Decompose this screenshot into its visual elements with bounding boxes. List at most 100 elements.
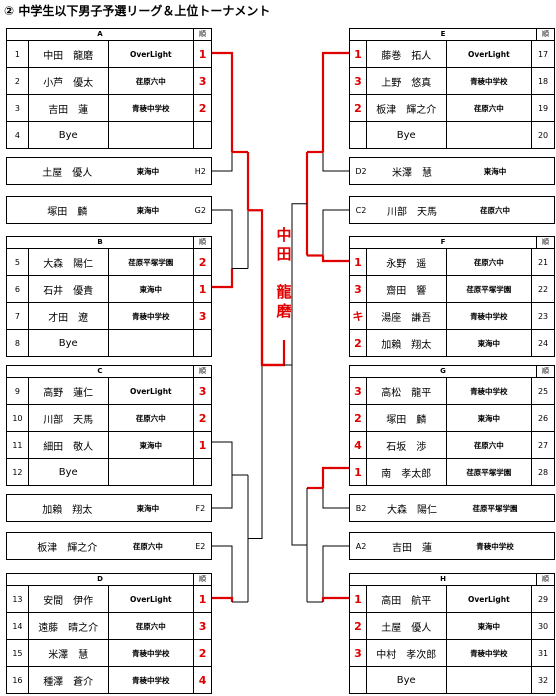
rank-value: 2 bbox=[198, 101, 207, 115]
group-label: G bbox=[440, 367, 446, 375]
seed-slot: C2 川部 天馬 荏原六中 bbox=[349, 196, 555, 224]
player-name: Bye bbox=[367, 122, 447, 148]
player-name: 高野 蓮仁 bbox=[29, 378, 109, 404]
bracket-line bbox=[322, 545, 349, 602]
team-name: 荏原平塚学園 bbox=[447, 459, 533, 485]
bracket-line bbox=[248, 209, 264, 365]
player-name: 石坂 渉 bbox=[367, 432, 447, 458]
bracket-line bbox=[212, 475, 233, 509]
rank-value: 1 bbox=[198, 282, 207, 296]
entry-number: 13 bbox=[7, 586, 29, 612]
bracket-line bbox=[291, 365, 307, 546]
player-name: 板津 輝之介 bbox=[37, 542, 98, 554]
rank-value: 3 bbox=[350, 378, 367, 404]
rank-value bbox=[350, 667, 367, 693]
player-name: 土屋 優人 bbox=[367, 613, 447, 639]
bracket-line bbox=[248, 365, 263, 539]
player-name: 大森 陽仁 bbox=[387, 504, 437, 516]
team-name: OverLight bbox=[447, 586, 533, 612]
team-name: 東海中 bbox=[136, 503, 160, 513]
rank-value: 1 bbox=[350, 459, 367, 485]
seed-code: C2 bbox=[355, 205, 367, 215]
bracket-line bbox=[321, 596, 349, 602]
player-name: 藤巻 拓人 bbox=[367, 41, 447, 67]
seed-code: G2 bbox=[194, 205, 206, 215]
player-name: 中田 龍磨 bbox=[29, 41, 109, 67]
bracket-line bbox=[260, 230, 284, 367]
player-name: 米澤 慧 bbox=[392, 167, 432, 179]
team-name: 荏原六中 bbox=[109, 68, 195, 94]
player-name: 吉田 蓮 bbox=[29, 95, 109, 121]
rank-value: 2 bbox=[350, 95, 367, 121]
entry-number: 8 bbox=[7, 330, 29, 356]
player-name: 細田 敬人 bbox=[29, 432, 109, 458]
group-label: A bbox=[97, 30, 103, 38]
rank-value: 3 bbox=[350, 68, 367, 94]
player-name: 齋田 響 bbox=[367, 276, 447, 302]
rank-value: 4 bbox=[198, 673, 207, 687]
team-name: 荏原六中 bbox=[447, 95, 533, 121]
player-name: 川部 天馬 bbox=[387, 206, 437, 218]
player-name: 遠藤 晴之介 bbox=[29, 613, 109, 639]
entry-number: 23 bbox=[537, 311, 549, 321]
bracket-line bbox=[212, 51, 234, 152]
seed-code: B2 bbox=[355, 503, 367, 513]
team-name bbox=[109, 330, 195, 356]
rank-value: 1 bbox=[198, 592, 207, 606]
rank-value: 3 bbox=[198, 309, 207, 323]
entry-number: 32 bbox=[537, 675, 549, 685]
player-name: 才田 遼 bbox=[29, 303, 109, 329]
rank-header: 順 bbox=[193, 366, 211, 377]
champion-char: 磨 bbox=[276, 302, 292, 320]
group-label: B bbox=[97, 238, 103, 246]
player-name: Bye bbox=[29, 330, 109, 356]
player-name: 米澤 慧 bbox=[29, 640, 109, 666]
rank-header: 順 bbox=[536, 574, 554, 585]
bracket-line bbox=[321, 466, 349, 488]
team-name: 東海中 bbox=[447, 613, 533, 639]
rank-value: 3 bbox=[198, 619, 207, 633]
team-name: 青稜中学校 bbox=[447, 378, 533, 404]
player-name: 石井 優貴 bbox=[29, 276, 109, 302]
team-name: 青稜中学校 bbox=[447, 303, 533, 329]
entry-number: 28 bbox=[537, 467, 549, 477]
seed-code: E2 bbox=[195, 541, 206, 551]
entry-number: 3 bbox=[7, 95, 29, 121]
rank-value: 2 bbox=[198, 411, 207, 425]
team-name: 荏原六中 bbox=[480, 205, 510, 215]
entry-number: 16 bbox=[7, 667, 29, 693]
group-label: E bbox=[440, 30, 446, 38]
entry-number: 24 bbox=[537, 338, 549, 348]
entry-number: 12 bbox=[7, 459, 29, 485]
seed-code: A2 bbox=[355, 541, 367, 551]
player-name: 高田 航平 bbox=[367, 586, 447, 612]
player-name: 永野 遥 bbox=[367, 249, 447, 275]
player-name: 上野 悠真 bbox=[367, 68, 447, 94]
player-name: 種澤 蒼介 bbox=[29, 667, 109, 693]
champion-char: 田 bbox=[276, 245, 292, 263]
champion-char: 龍 bbox=[276, 283, 292, 301]
team-name bbox=[109, 122, 195, 148]
team-name: 東海中 bbox=[447, 405, 533, 431]
